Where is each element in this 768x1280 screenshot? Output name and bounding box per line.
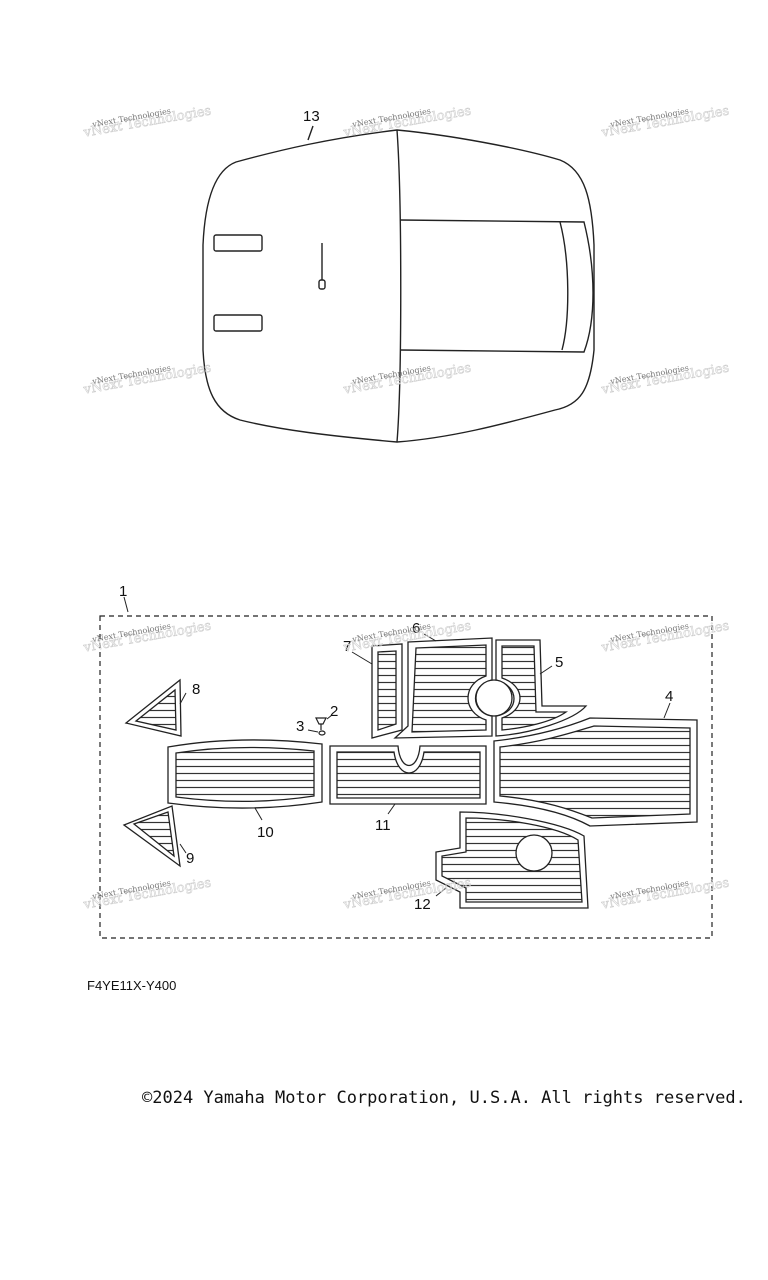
copyright-notice: ©2024 Yamaha Motor Corporation, U.S.A. A… bbox=[142, 1088, 746, 1108]
callout-3: 3 bbox=[296, 718, 304, 735]
pad-part-9 bbox=[122, 805, 187, 868]
pad-part-4 bbox=[493, 702, 698, 827]
pad-part-11 bbox=[329, 745, 487, 815]
cover-part-13 bbox=[202, 125, 595, 443]
pad-part-10 bbox=[167, 739, 323, 821]
callout-2: 2 bbox=[330, 703, 338, 720]
fastener-part-2 bbox=[315, 714, 333, 730]
pad-part-6 bbox=[393, 633, 493, 739]
callout-1: 1 bbox=[119, 583, 127, 600]
kit-boundary bbox=[99, 615, 713, 939]
callout-4: 4 bbox=[665, 688, 673, 705]
pad-part-8 bbox=[124, 678, 187, 737]
pad-part-7 bbox=[351, 643, 403, 739]
callout-8: 8 bbox=[192, 681, 200, 698]
callout-9: 9 bbox=[186, 850, 194, 867]
callout-5: 5 bbox=[555, 654, 563, 671]
callout-12: 12 bbox=[414, 896, 431, 913]
diagram-code: F4YE11X-Y400 bbox=[87, 978, 177, 993]
callout-13: 13 bbox=[303, 108, 320, 125]
fastener-part-3 bbox=[307, 729, 326, 736]
leader-1 bbox=[123, 596, 129, 613]
callout-6: 6 bbox=[412, 620, 420, 637]
callout-10: 10 bbox=[257, 824, 274, 841]
pad-part-12 bbox=[435, 811, 589, 909]
callout-11: 11 bbox=[375, 817, 391, 834]
pad-part-5 bbox=[475, 639, 588, 737]
callout-7: 7 bbox=[343, 638, 351, 655]
